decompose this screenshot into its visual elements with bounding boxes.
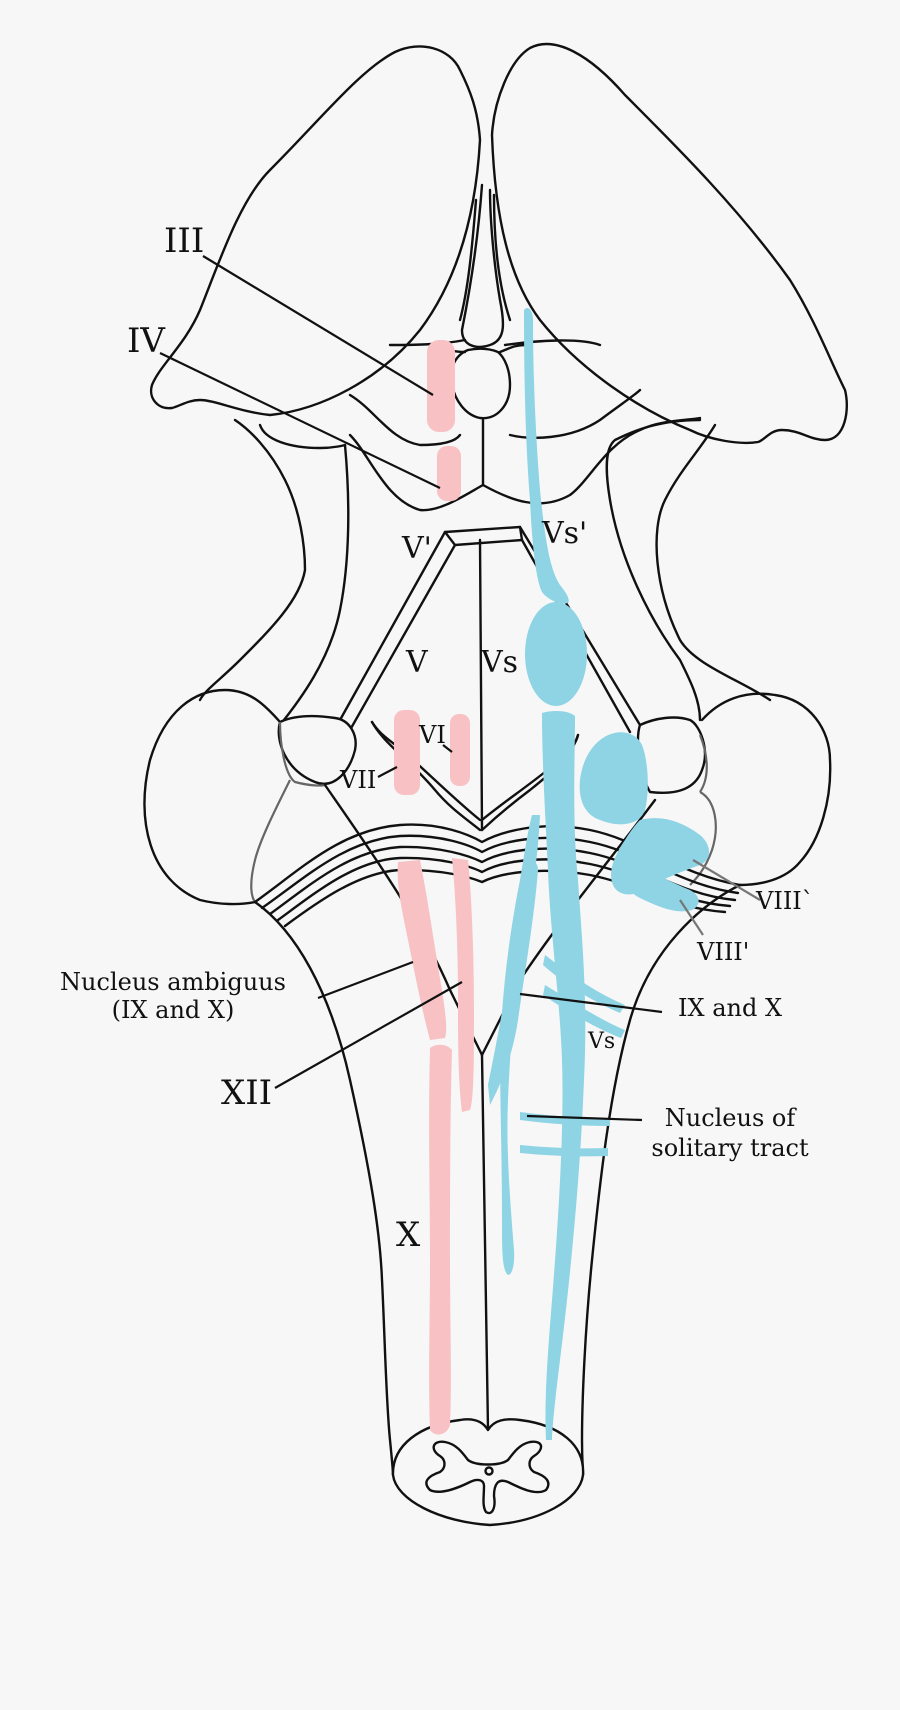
leader-VIII-upper [692,859,761,901]
principal-sensory-trigeminal-nucleus [525,602,587,706]
mesencephalic-trigeminal-nucleus-Vs-prime [524,308,569,604]
label-III: III [164,221,204,261]
right-cerebellar-cut [700,692,832,887]
solitary-tract-upper [488,862,538,1105]
leader-nucleus-ambiguus [317,960,414,1000]
hypoglossal-nucleus-XII [452,858,474,1112]
label-IX-and-X: IX and X [678,994,782,1022]
label-XII: XII [221,1073,272,1113]
facial-nucleus-VII [394,710,420,795]
label-nucleus-ambiguus-line2: (IX and X) [112,996,235,1024]
dorsal-vagal-nucleus-X [429,1044,452,1435]
label-Vs-upper: Vs [480,645,518,680]
midbrain-midline-left [458,198,478,322]
pons-right-inner [605,418,702,722]
motor-nuclei [394,340,474,1435]
facial-colliculus-left [370,720,482,832]
tectum-cap-right [498,343,527,354]
label-VI: VI [418,721,446,749]
right-middle-peduncle [636,716,707,794]
medulla-left-edge [253,900,395,1477]
leader-nucleus-solitary-tract [526,1114,643,1122]
sensory-nuclei [488,308,709,1440]
midbrain-lower-left [348,393,462,447]
pons-right-edge [655,423,772,702]
nucleus-ambiguus [397,860,447,1040]
label-X: X [396,1215,421,1255]
v-left-duct [338,530,457,732]
leader-IX-and-X [519,992,663,1014]
label-V-prime: V' [401,531,432,566]
right-cerebellar-grey-line [689,734,717,886]
left-cerebellar-cut [143,688,282,906]
leader-VIII-lower [679,899,704,936]
spinal-gray-matter [425,1440,550,1515]
labels: III IV V' Vs' V Vs VI VII VIII` VIII' Nu… [60,221,814,1255]
left-cerebellar-grey-line [250,779,291,903]
tectum-oval [449,347,512,420]
solitary-tract-branch-2 [543,985,625,1038]
central-canal [484,1466,494,1476]
label-nucleus-ambiguus-line1: Nucleus ambiguus [60,968,286,996]
oculomotor-nucleus-III [427,340,455,432]
midbrain-inner-right [503,339,602,347]
leader-VI [442,744,453,753]
label-Vs-lower: Vs [587,1029,615,1054]
leader-IV [159,352,441,489]
pons-left-inner [278,443,350,727]
median-sulcus [478,538,484,832]
medulla-midline [480,1053,490,1432]
label-Vs-prime: Vs' [541,516,587,551]
pons-left-edge [198,418,307,702]
left-middle-peduncle [277,714,357,785]
trigeminal-band [443,525,524,547]
right-cerebral-peduncle [490,42,848,445]
label-VIII-upper: VIII` [755,887,814,915]
medulla-right-edge [580,883,742,1477]
vestibular-nucleus-upper [579,732,648,825]
midbrain-outline [149,42,848,727]
obex-left [323,783,484,1057]
label-nucleus-solitary-line1: Nucleus of [665,1104,798,1132]
spinal-cord-section [391,1418,585,1527]
label-IV: IV [127,321,166,361]
solitary-tract-branch-4 [520,1145,608,1157]
medulla-outline [253,883,742,1527]
cochlear-nucleus [618,860,699,912]
label-nucleus-solitary-line2: solitary tract [651,1134,809,1162]
label-VII: VII [339,766,376,794]
pons-left-top [258,423,347,450]
solitary-tract-branch-1 [543,955,625,1013]
left-cerebellar-grey-line-2 [278,721,326,787]
leader-III [202,255,434,396]
midbrain-inner-left [388,338,467,347]
leader-lines [159,255,761,1122]
label-VIII-lower: VIII' [696,938,749,966]
midbrain-midline-right [492,193,512,322]
trochlear-nucleus-IV [437,446,461,501]
label-V: V [405,645,429,680]
spinal-trigeminal-nucleus-Vs [542,711,586,1440]
cerebral-aqueduct [460,183,505,349]
abducens-nucleus-VI [450,714,470,786]
leader-XII [274,981,463,1089]
midbrain-lower-curve-left [348,433,485,512]
leader-VII [377,766,398,778]
midbrain-lower-curve-right [481,416,702,505]
